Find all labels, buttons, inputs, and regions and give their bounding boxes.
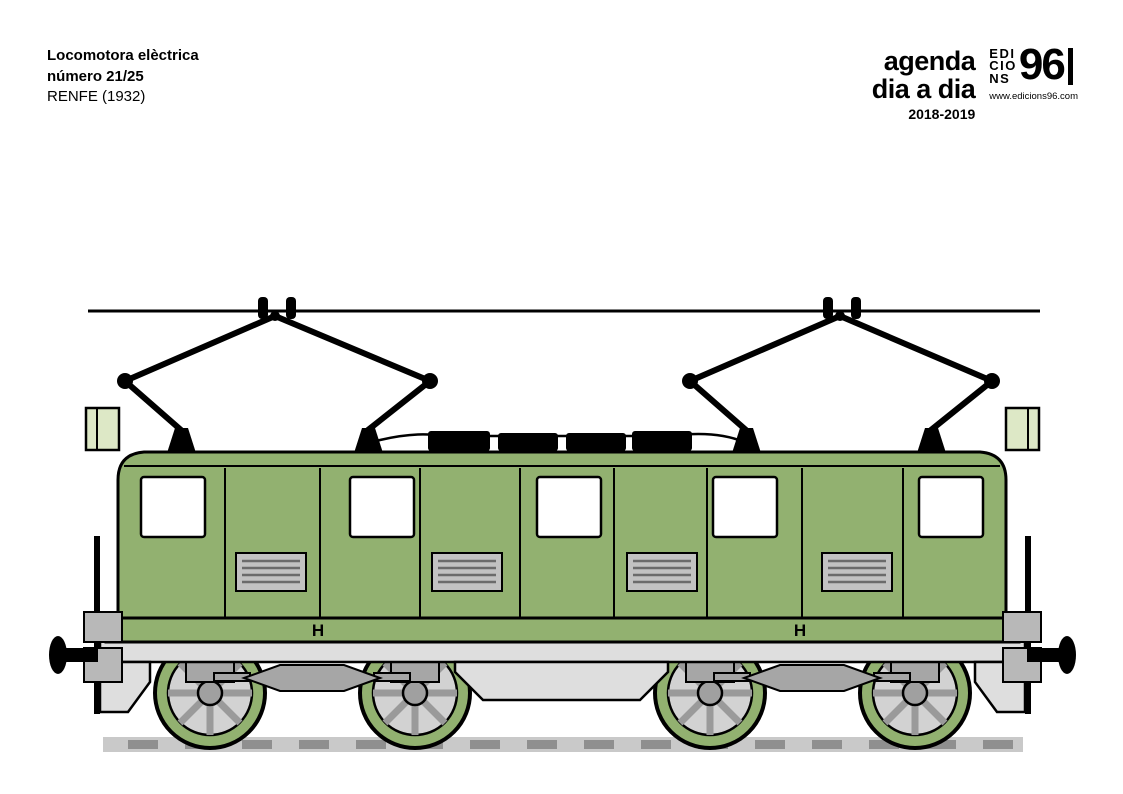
pantograph-foot <box>732 428 761 453</box>
logo-row-1: EDI <box>989 46 1016 61</box>
contact-shoe <box>286 297 296 319</box>
step-box <box>83 611 123 643</box>
window <box>348 475 416 539</box>
roof-box <box>566 433 626 451</box>
edicions96-logo-mark: EDI CIO NS 96 <box>989 40 1073 89</box>
buffer-stem <box>62 648 98 662</box>
buffer-stem <box>1027 648 1063 662</box>
vent-grille <box>820 551 894 593</box>
roof-box <box>428 431 490 451</box>
contact-shoe <box>851 297 861 319</box>
step-box <box>1002 611 1042 643</box>
window <box>535 475 603 539</box>
sleeper <box>242 740 272 749</box>
vent-grille <box>234 551 308 593</box>
end-gear-right <box>1002 536 1076 714</box>
website-url: www.edicions96.com <box>989 91 1078 103</box>
agenda-line-2: dia a dia <box>871 73 976 104</box>
sleeper <box>470 740 500 749</box>
pantograph-joint <box>422 373 438 389</box>
pantograph-joint <box>984 373 1000 389</box>
agenda-wordmark: agenda dia a dia 2018-2019 <box>871 46 976 123</box>
pantograph-joint <box>682 373 698 389</box>
side-stripe: H H <box>104 616 1021 644</box>
sleeper <box>869 740 899 749</box>
window <box>139 475 207 539</box>
title-line-1: Locomotora elèctrica <box>47 47 199 64</box>
pantograph-right <box>682 297 1000 453</box>
window <box>711 475 779 539</box>
end-lamp-right <box>1004 406 1041 452</box>
buffer-disc <box>49 636 67 674</box>
logo-row-2: CIO <box>989 58 1017 74</box>
pantograph-left <box>117 297 438 453</box>
vent-grille <box>625 551 699 593</box>
agenda-line-1: agenda <box>883 46 976 76</box>
roof-box <box>498 433 558 451</box>
logo-row-3: NS <box>989 70 1011 86</box>
vent-grille <box>430 551 504 593</box>
marking-h-right: H <box>794 621 806 640</box>
contact-shoe <box>823 297 833 319</box>
sleeper <box>983 740 1013 749</box>
pantograph-foot <box>354 428 383 453</box>
sleeper <box>128 740 158 749</box>
end-lamp-left <box>84 406 121 452</box>
logo-number: 96 <box>1018 40 1066 89</box>
title-line-3: RENFE (1932) <box>47 88 146 106</box>
edicions96-logo: EDI CIO NS 96 www.edicions96.com <box>989 40 1078 103</box>
pantograph-foot <box>167 428 196 453</box>
roof-equipment <box>371 431 745 451</box>
sleeper <box>584 740 614 749</box>
buffer-disc <box>1058 636 1076 674</box>
marking-h-left: H <box>312 621 324 640</box>
sleeper <box>527 740 557 749</box>
sleeper <box>356 740 386 749</box>
end-gear-left <box>49 536 123 714</box>
illustration-title: Locomotora elèctrica número 21/25 RENFE … <box>47 46 199 108</box>
agenda-years: 2018-2019 <box>908 106 976 123</box>
pantograph-foot <box>917 428 946 453</box>
sleeper <box>641 740 671 749</box>
window <box>917 475 985 539</box>
logo-letters: EDI CIO NS <box>989 46 1017 86</box>
brand-block: agenda dia a dia 2018-2019 EDI CIO NS 96… <box>871 40 1078 123</box>
locomotive-body <box>116 450 1008 624</box>
pantograph-joint <box>117 373 133 389</box>
contact-shoe <box>258 297 268 319</box>
roof-box <box>632 431 692 451</box>
title-line-2: número 21/25 <box>47 67 144 85</box>
sleeper <box>755 740 785 749</box>
sleeper <box>926 740 956 749</box>
sleeper <box>299 740 329 749</box>
sleeper <box>812 740 842 749</box>
